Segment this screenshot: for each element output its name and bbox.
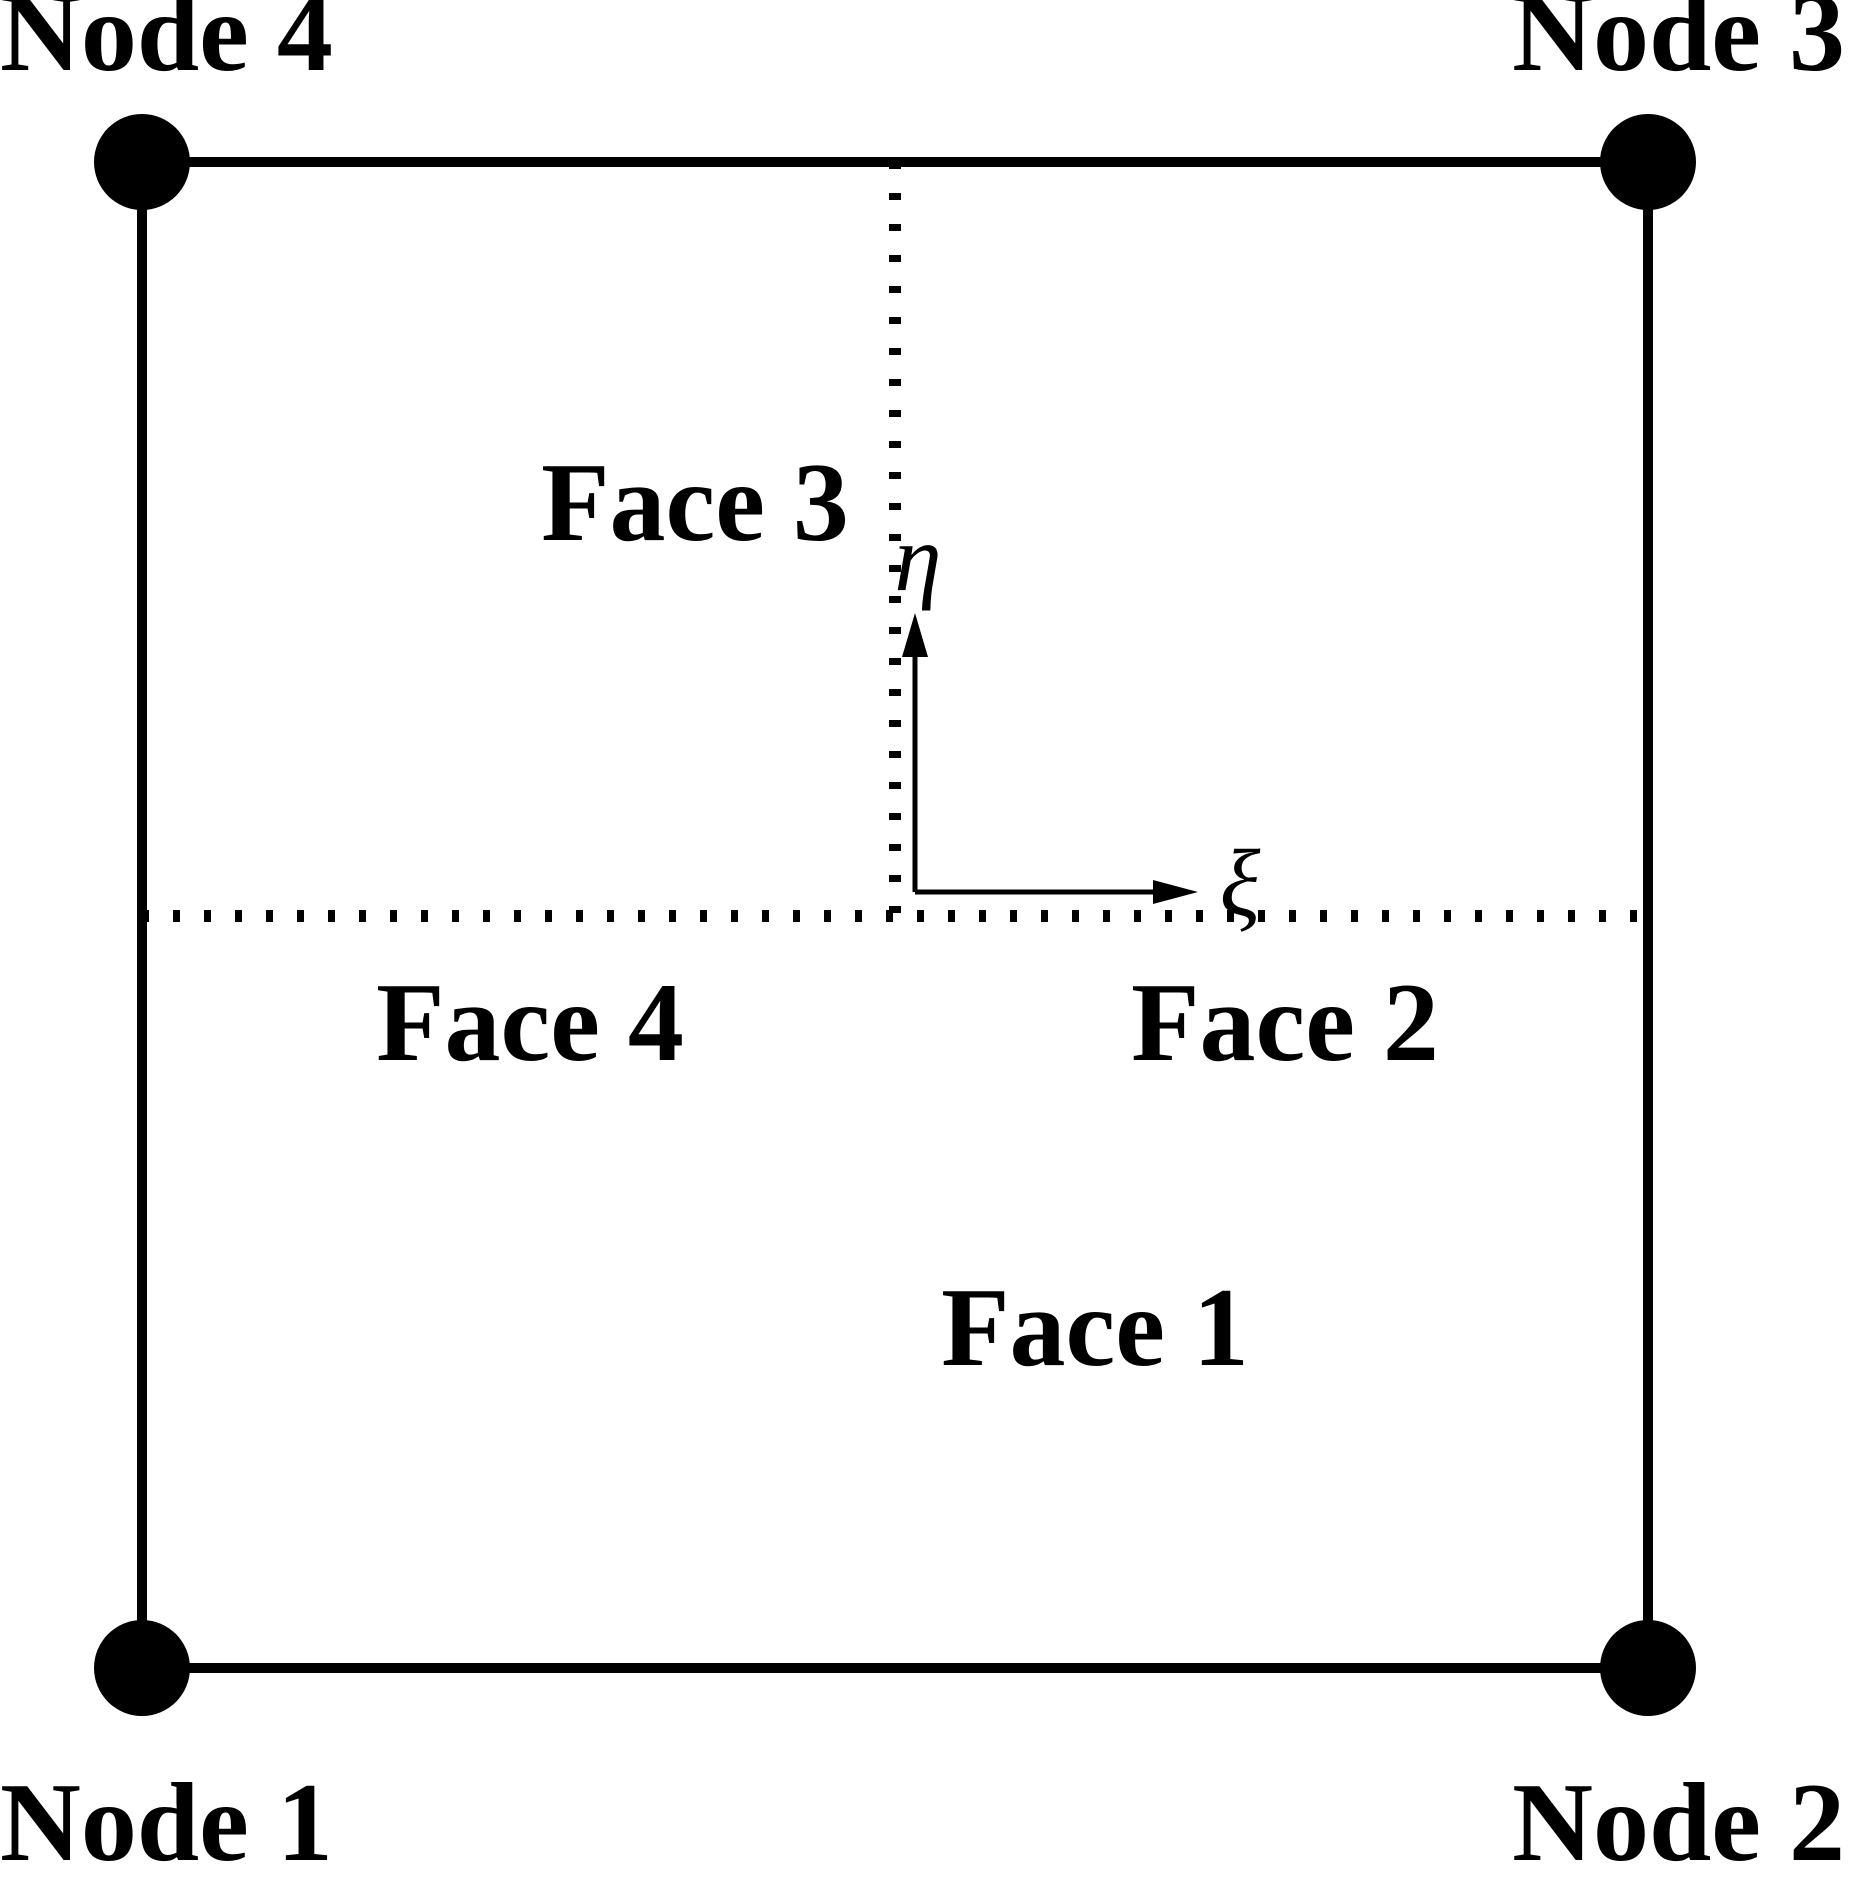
node-1-label: Node 1 bbox=[0, 1761, 333, 1878]
node-2-label: Node 2 bbox=[1512, 1761, 1845, 1878]
xi-axis-label: ξ bbox=[1220, 830, 1261, 936]
face-1-label: Face 1 bbox=[941, 1266, 1249, 1390]
node-2-marker bbox=[1600, 1620, 1696, 1716]
eta-axis-label: η bbox=[894, 505, 941, 611]
node-1-marker bbox=[94, 1620, 190, 1716]
face-2-label: Face 2 bbox=[1131, 961, 1439, 1085]
node-3-marker bbox=[1600, 114, 1696, 210]
node-4-marker bbox=[94, 114, 190, 210]
node-3-label: Node 3 bbox=[1512, 0, 1845, 95]
face-3-label: Face 3 bbox=[541, 441, 849, 565]
face-4-label: Face 4 bbox=[376, 961, 684, 1085]
local-axes: ξ η bbox=[894, 505, 1260, 936]
eta-axis-arrowhead bbox=[902, 613, 928, 657]
node-4-label: Node 4 bbox=[0, 0, 333, 95]
element-outline bbox=[137, 157, 1653, 1673]
xi-axis-arrowhead bbox=[1153, 880, 1198, 904]
